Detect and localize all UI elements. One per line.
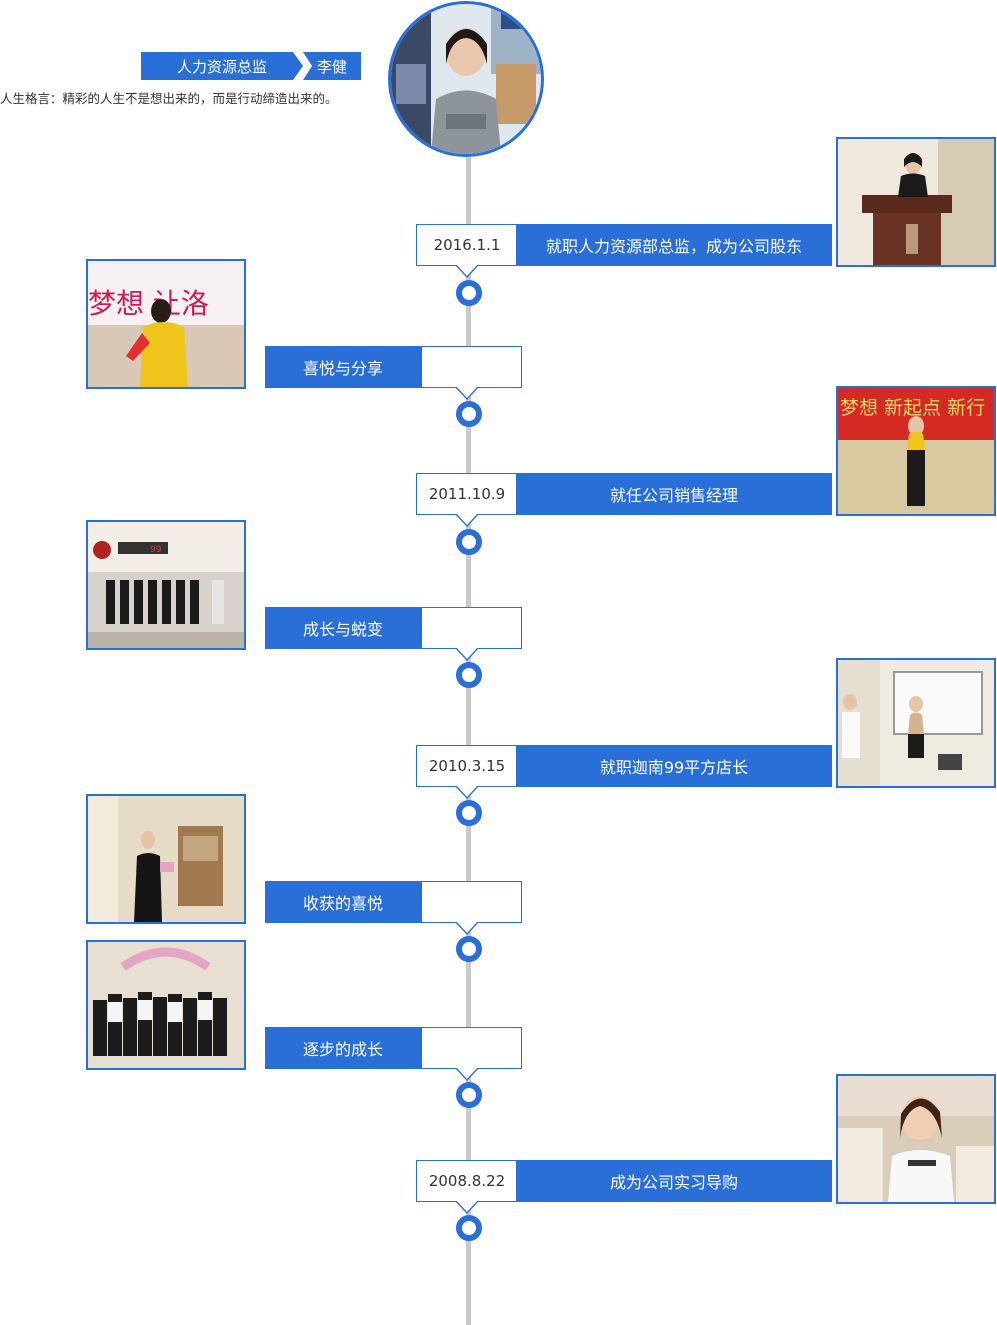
phase-blank [421, 881, 522, 923]
timeline-node [456, 800, 482, 826]
event-title: 就职人力资源部总监，成为公司股东 [516, 224, 832, 266]
phase-box: 收获的喜悦 [265, 881, 522, 935]
phase-pointer [455, 1067, 479, 1081]
timeline-node [456, 662, 482, 688]
phase-photo: 99 [86, 520, 246, 650]
phase-photo: 梦想 让洛 [86, 259, 246, 389]
role-label: 人力资源总监 [176, 57, 267, 76]
motto: 人生格言：精彩的人生不是想出来的，而是行动缔造出来的。 [0, 91, 338, 106]
phase-pointer [455, 647, 479, 661]
avatar [388, 1, 544, 157]
event-date: 2011.10.9 [416, 473, 518, 515]
event-box: 2016.1.1 就职人力资源部总监，成为公司股东 [416, 224, 832, 278]
event-title: 就任公司销售经理 [516, 473, 832, 515]
phase-box: 逐步的成长 [265, 1027, 522, 1081]
phase-blank [421, 346, 522, 388]
svg-text:梦想 让洛: 梦想 让洛 [88, 287, 209, 320]
event-photo [836, 1074, 996, 1204]
svg-text:99: 99 [150, 545, 162, 555]
role-tag: 人力资源总监 [141, 52, 303, 80]
phase-box: 喜悦与分享 [265, 346, 522, 400]
event-box: 2011.10.9 就任公司销售经理 [416, 473, 832, 527]
event-date: 2008.8.22 [416, 1160, 518, 1202]
timeline-node [456, 1215, 482, 1241]
phase-pointer [455, 386, 479, 400]
phase-pointer [455, 921, 479, 935]
timeline-node [456, 936, 482, 962]
event-date: 2010.3.15 [416, 745, 518, 787]
phase-photo [86, 940, 246, 1070]
svg-text:梦想 新起点 新行: 梦想 新起点 新行 [840, 397, 985, 419]
phase-photo [86, 794, 246, 924]
event-pointer [455, 785, 479, 799]
name-tag: 李健 [303, 52, 361, 80]
phase-title: 收获的喜悦 [265, 881, 421, 923]
phase-title: 喜悦与分享 [265, 346, 421, 388]
event-pointer [455, 1200, 479, 1214]
phase-title: 逐步的成长 [265, 1027, 421, 1069]
event-box: 2010.3.15 就职迦南99平方店长 [416, 745, 832, 799]
timeline-node [456, 401, 482, 427]
timeline-node [456, 529, 482, 555]
event-pointer [455, 513, 479, 527]
timeline-line [466, 157, 471, 1325]
phase-box: 成长与蜕变 [265, 607, 522, 661]
event-title: 成为公司实习导购 [516, 1160, 832, 1202]
event-date: 2016.1.1 [416, 224, 518, 266]
phase-blank [421, 607, 522, 649]
timeline-node [456, 1082, 482, 1108]
event-title: 就职迦南99平方店长 [516, 745, 832, 787]
phase-title: 成长与蜕变 [265, 607, 421, 649]
phase-blank [421, 1027, 522, 1069]
event-photo: 梦想 新起点 新行 [836, 386, 996, 516]
event-photo [836, 137, 996, 267]
event-box: 2008.8.22 成为公司实习导购 [416, 1160, 832, 1214]
event-pointer [455, 264, 479, 278]
event-photo [836, 658, 996, 788]
name-label: 李健 [316, 57, 347, 76]
timeline-node [456, 280, 482, 306]
